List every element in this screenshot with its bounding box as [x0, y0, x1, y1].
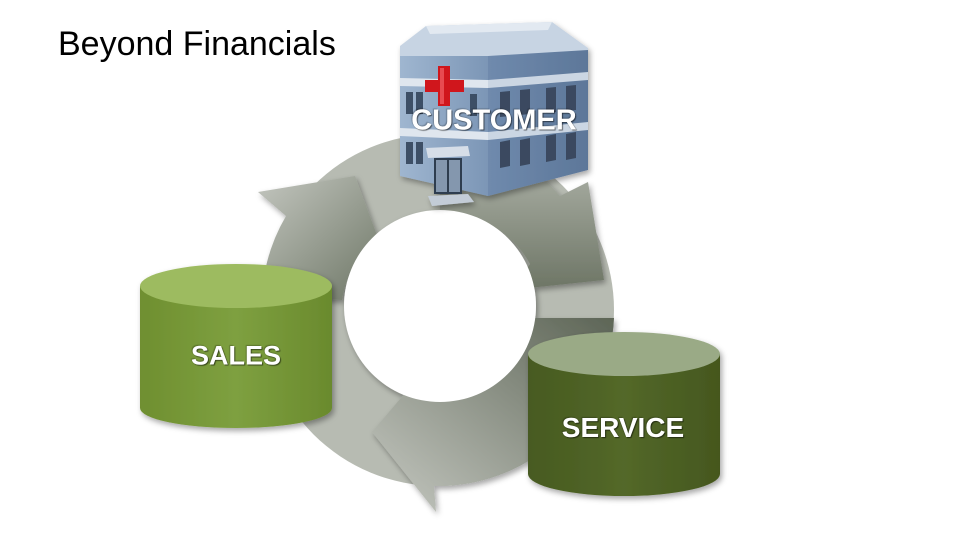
medical-cross-icon — [425, 66, 464, 106]
cycle-center — [344, 210, 536, 402]
sales-label: SALES — [190, 340, 282, 371]
customer-label: CUSTOMER — [411, 104, 577, 137]
sales-cylinder — [140, 264, 332, 428]
hospital-building-icon — [400, 22, 588, 206]
sales-cylinder-top — [140, 264, 332, 308]
service-cylinder-body — [528, 354, 720, 496]
slide-title: Beyond Financials — [58, 25, 336, 63]
service-cylinder-top — [528, 332, 720, 376]
building-side — [488, 50, 588, 196]
sales-cylinder-body — [140, 286, 332, 428]
service-cylinder — [528, 332, 720, 496]
service-label: SERVICE — [561, 412, 685, 443]
